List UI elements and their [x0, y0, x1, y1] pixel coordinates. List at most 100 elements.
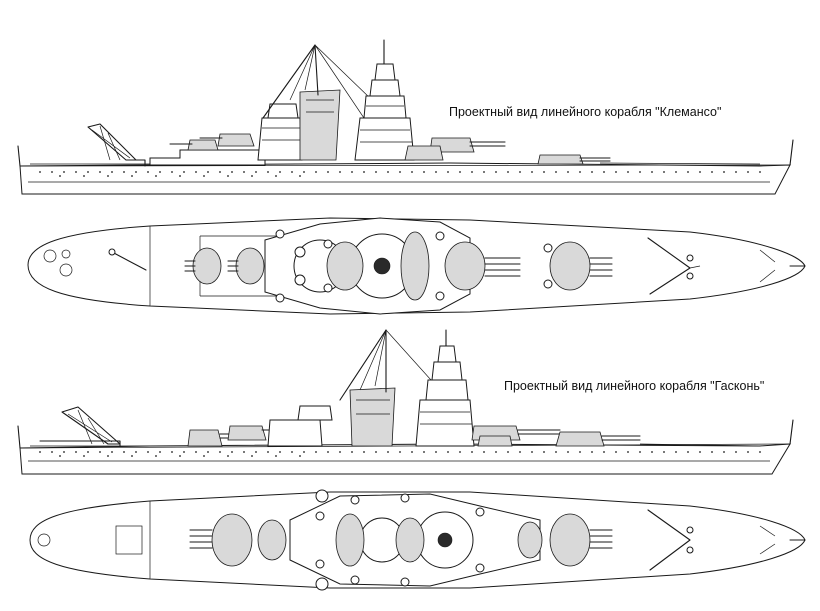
porthole — [399, 171, 401, 173]
porthole — [663, 171, 665, 173]
porthole — [63, 451, 65, 453]
porthole — [747, 451, 749, 453]
porthole — [507, 451, 509, 453]
porthole — [675, 171, 677, 173]
porthole — [327, 451, 329, 453]
porthole — [507, 171, 509, 173]
porthole — [747, 171, 749, 173]
porthole — [471, 171, 473, 173]
porthole — [207, 171, 209, 173]
porthole — [279, 171, 281, 173]
porthole — [423, 451, 425, 453]
porthole — [543, 451, 545, 453]
porthole — [219, 451, 221, 453]
porthole — [111, 451, 113, 453]
porthole — [59, 175, 61, 177]
porthole — [339, 171, 341, 173]
porthole — [615, 451, 617, 453]
porthole — [83, 455, 85, 457]
porthole — [555, 171, 557, 173]
porthole — [459, 451, 461, 453]
clemenceau-plan-view — [27, 217, 806, 315]
porthole — [531, 451, 533, 453]
porthole — [591, 171, 593, 173]
porthole — [107, 455, 109, 457]
porthole — [75, 451, 77, 453]
porthole — [75, 171, 77, 173]
porthole — [243, 171, 245, 173]
gascogne-portholes — [39, 451, 761, 457]
porthole — [155, 175, 157, 177]
porthole — [303, 171, 305, 173]
porthole — [759, 171, 761, 173]
porthole — [663, 451, 665, 453]
porthole — [147, 171, 149, 173]
porthole — [39, 171, 41, 173]
porthole — [195, 171, 197, 173]
porthole — [723, 451, 725, 453]
porthole — [483, 171, 485, 173]
porthole — [687, 451, 689, 453]
porthole — [195, 451, 197, 453]
porthole — [483, 451, 485, 453]
porthole — [435, 171, 437, 173]
porthole — [203, 175, 205, 177]
porthole — [471, 451, 473, 453]
porthole — [651, 171, 653, 173]
porthole — [699, 451, 701, 453]
porthole — [579, 451, 581, 453]
porthole — [639, 171, 641, 173]
porthole — [203, 455, 205, 457]
porthole — [387, 451, 389, 453]
porthole — [267, 171, 269, 173]
porthole — [375, 451, 377, 453]
porthole — [399, 451, 401, 453]
porthole — [351, 171, 353, 173]
porthole — [699, 171, 701, 173]
porthole — [615, 171, 617, 173]
porthole — [131, 175, 133, 177]
porthole — [231, 451, 233, 453]
porthole — [567, 451, 569, 453]
porthole — [711, 451, 713, 453]
porthole — [495, 171, 497, 173]
porthole — [459, 171, 461, 173]
porthole — [591, 451, 593, 453]
porthole — [251, 175, 253, 177]
porthole — [183, 171, 185, 173]
porthole — [51, 451, 53, 453]
porthole — [339, 451, 341, 453]
clemenceau-aircraft-crane — [87, 123, 146, 167]
porthole — [159, 171, 161, 173]
porthole — [735, 451, 737, 453]
porthole — [495, 451, 497, 453]
porthole — [219, 171, 221, 173]
porthole — [87, 171, 89, 173]
porthole — [447, 451, 449, 453]
porthole — [243, 451, 245, 453]
porthole — [299, 175, 301, 177]
porthole — [123, 451, 125, 453]
porthole — [723, 171, 725, 173]
porthole — [135, 171, 137, 173]
porthole — [603, 171, 605, 173]
porthole — [135, 451, 137, 453]
porthole — [207, 451, 209, 453]
porthole — [111, 171, 113, 173]
porthole — [123, 171, 125, 173]
porthole — [543, 171, 545, 173]
porthole — [567, 171, 569, 173]
porthole — [63, 171, 65, 173]
porthole — [255, 451, 257, 453]
porthole — [183, 451, 185, 453]
porthole — [639, 451, 641, 453]
porthole — [555, 451, 557, 453]
porthole — [275, 455, 277, 457]
porthole — [303, 451, 305, 453]
porthole — [759, 451, 761, 453]
porthole — [299, 455, 301, 457]
porthole — [83, 175, 85, 177]
porthole — [519, 451, 521, 453]
porthole — [227, 175, 229, 177]
